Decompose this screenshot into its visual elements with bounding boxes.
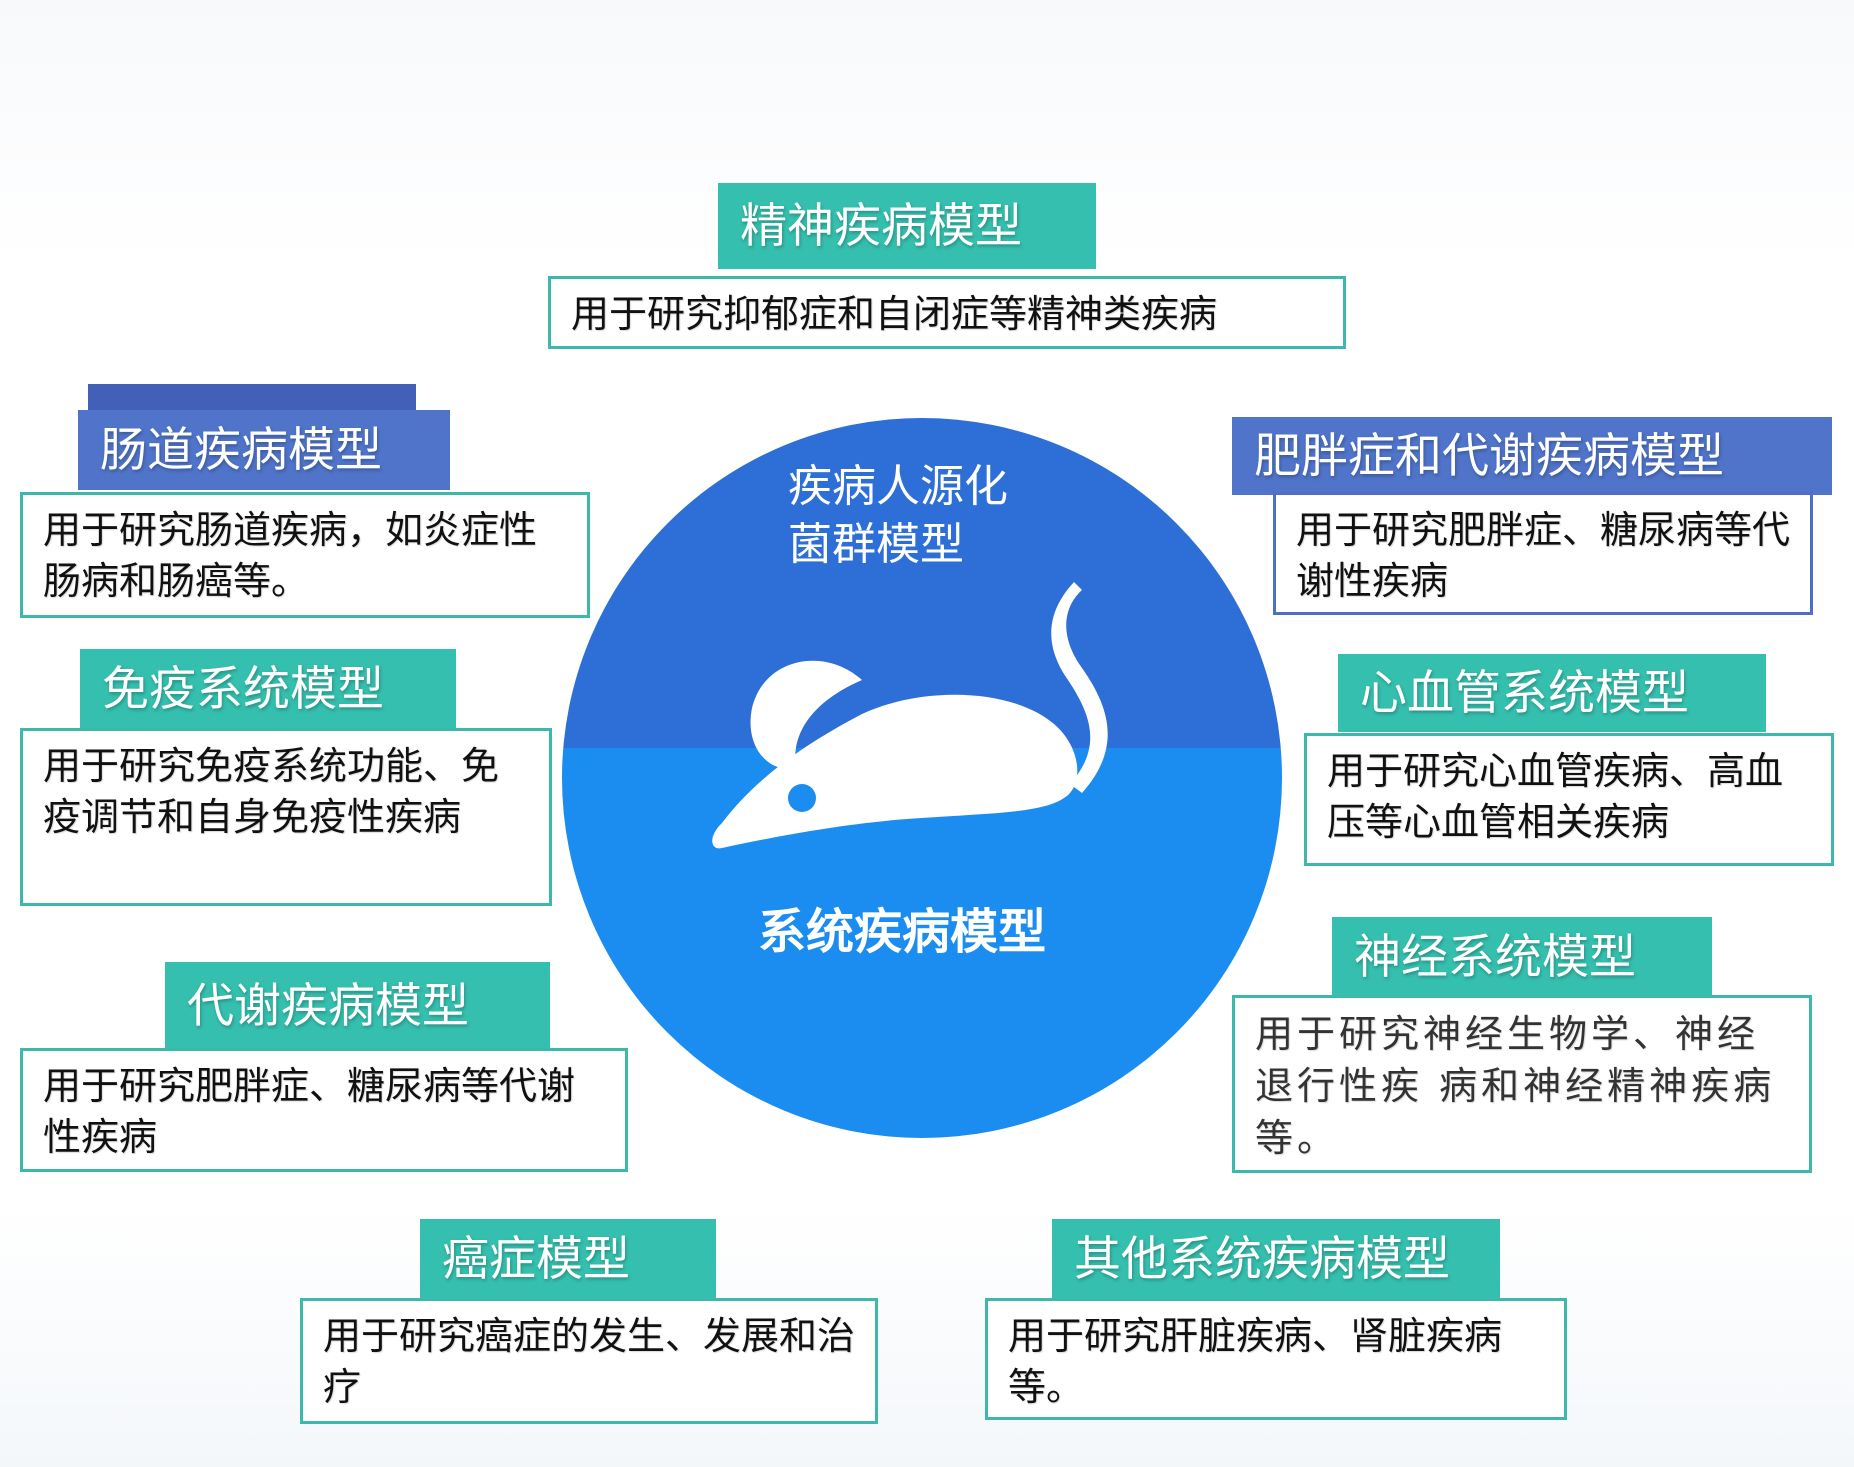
model-title-psychiatric: 精神疾病模型 [718,183,1096,269]
model-desc-obesity: 用于研究肥胖症、糖尿病等代谢性疾病 [1273,492,1813,615]
model-desc-immune: 用于研究免疫系统功能、免疫调节和自身免疫性疾病 [20,728,552,906]
model-desc-psychiatric: 用于研究抑郁症和自闭症等精神类疾病 [548,276,1346,349]
model-title-cancer: 癌症模型 [420,1219,716,1299]
model-desc-cancer: 用于研究癌症的发生、发展和治疗 [300,1298,878,1424]
center-top-line1: 疾病人源化 [788,461,1008,512]
model-title-intestinal: 肠道疾病模型 [78,410,450,490]
model-title-other: 其他系统疾病模型 [1052,1219,1500,1299]
model-title-cardiovascular: 心血管系统模型 [1338,654,1766,732]
model-title-neural: 神经系统模型 [1332,917,1712,997]
model-title-metabolic: 代谢疾病模型 [165,962,550,1050]
center-top-line2: 菌群模型 [788,519,964,570]
model-desc-cardiovascular: 用于研究心血管疾病、高血压等心血管相关疾病 [1304,733,1834,866]
model-title-obesity: 肥胖症和代谢疾病模型 [1232,417,1832,495]
title-tab-decoration [88,384,416,412]
center-circle [562,418,1282,1138]
model-desc-metabolic: 用于研究肥胖症、糖尿病等代谢性疾病 [20,1048,628,1172]
model-desc-neural: 用于研究神经生物学、神经退行性疾 病和神经精神疾病等。 [1232,995,1812,1173]
model-desc-other: 用于研究肝脏疾病、肾脏疾病等。 [985,1298,1567,1420]
model-desc-intestinal: 用于研究肠道疾病，如炎症性肠病和肠癌等。 [20,492,590,618]
center-hub [562,418,1282,1138]
center-bottom-title: 系统疾病模型 [758,904,1047,960]
mouse-eye [788,784,816,812]
model-title-immune: 免疫系统模型 [80,649,456,729]
